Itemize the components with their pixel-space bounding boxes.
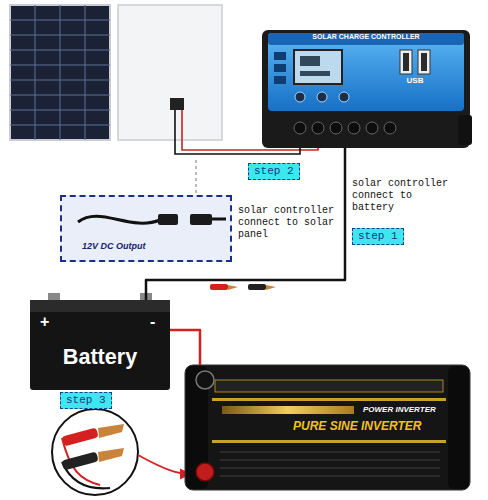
output-panel-fill <box>60 195 232 262</box>
step-label: step 1 <box>352 228 404 245</box>
step-label: step 2 <box>248 163 300 180</box>
controller-body <box>262 30 470 148</box>
panel-back <box>118 5 222 140</box>
gold-band <box>212 440 446 443</box>
step-label: step 3 <box>60 392 112 409</box>
junction-box <box>170 98 184 110</box>
usb-port <box>418 50 430 74</box>
gold-stripe <box>222 406 354 414</box>
status-icon <box>274 76 286 84</box>
controller-title-strip <box>268 33 464 45</box>
battery-post <box>48 293 60 301</box>
gold-band <box>212 398 446 401</box>
button <box>339 92 349 102</box>
clamp-black <box>248 284 266 290</box>
inverter-end-cap <box>448 366 469 489</box>
button <box>317 92 327 102</box>
inverter-body <box>185 365 470 490</box>
pointer-arrow <box>138 455 190 474</box>
annotation-text: solar controller connect to solar panel <box>238 205 338 241</box>
status-icon <box>274 64 286 72</box>
output-caption: 12V DC Output <box>82 241 146 252</box>
clamp-jaw <box>98 424 124 438</box>
lcd-bar <box>300 71 330 76</box>
step-text: step 1 <box>358 230 398 243</box>
polarity-mark: - <box>150 312 155 331</box>
dc-plug <box>158 214 178 225</box>
terminal <box>330 122 342 134</box>
clamp-black <box>61 452 98 471</box>
battery-label: Battery <box>30 342 170 371</box>
panel-grid <box>10 5 110 140</box>
cable-connector <box>170 330 200 365</box>
controller-face <box>268 33 464 111</box>
clamp-detail-circle <box>52 409 138 495</box>
clamp-jaw <box>98 448 124 462</box>
terminal <box>348 122 360 134</box>
battery: + - Battery <box>30 300 170 390</box>
lcd-screen <box>294 50 342 84</box>
dc-cable <box>212 218 226 221</box>
mount-ear <box>458 115 472 145</box>
status-icon <box>274 52 286 60</box>
port-label: USB <box>400 76 430 86</box>
solar-panel <box>10 5 110 140</box>
brand-text: POWER INVERTER <box>363 405 436 415</box>
usb-port-inner <box>421 53 427 71</box>
terminal <box>366 122 378 134</box>
charge-controller: SOLAR CHARGE CONTROLLER USB <box>262 30 470 148</box>
button <box>295 92 305 102</box>
polarity-mark: + <box>40 312 49 331</box>
clamp-red <box>61 428 98 447</box>
cable-connector <box>146 148 345 300</box>
leader-line <box>196 160 197 193</box>
controller-title: SOLAR CHARGE CONTROLLER <box>268 33 464 41</box>
terminal <box>294 122 306 134</box>
terminal <box>312 122 324 134</box>
dc-cable <box>78 216 160 223</box>
spec-strip <box>215 380 443 392</box>
step-text: step 3 <box>66 394 106 407</box>
clamp-jaw <box>266 285 276 290</box>
lcd-digits <box>300 56 320 66</box>
cooling-fins <box>220 452 440 476</box>
battery-body <box>30 300 170 390</box>
annotation-text: solar controller connect to battery <box>352 178 456 214</box>
model-text: PURE SINE INVERTER <box>293 419 421 433</box>
terminal-black <box>196 371 214 389</box>
clamp-jaw <box>228 285 238 290</box>
battery-lid <box>30 300 170 312</box>
terminal <box>384 122 396 134</box>
dc-jack <box>190 214 212 225</box>
usb-port-inner <box>403 53 409 71</box>
terminal-red <box>196 463 214 481</box>
usb-port <box>400 50 412 74</box>
power-inverter: POWER INVERTER PURE SINE INVERTER <box>185 365 470 490</box>
step-text: step 2 <box>254 165 294 178</box>
clamp-red <box>210 284 228 290</box>
output-panel: 12V DC Output <box>60 195 232 262</box>
